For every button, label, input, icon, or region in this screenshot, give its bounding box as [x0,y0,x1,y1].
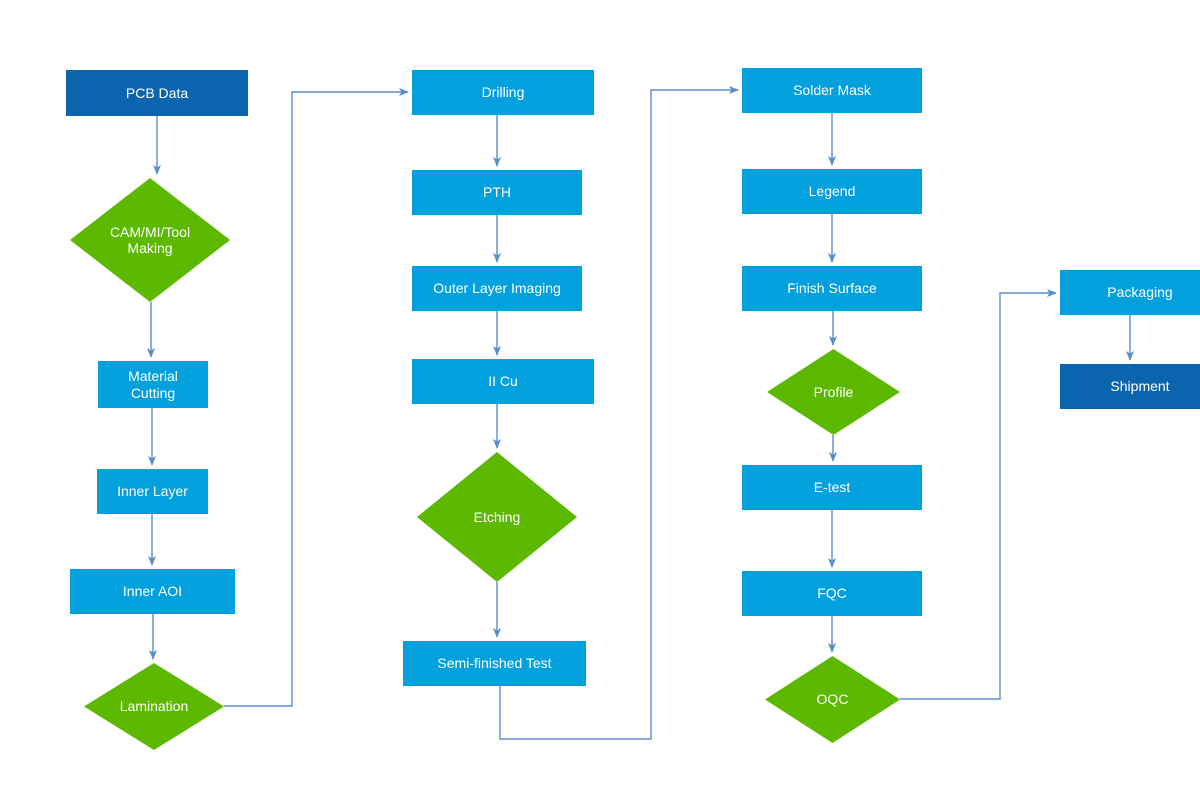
node-inner-aoi[interactable]: Inner AOI [70,569,235,614]
node-inner-layer[interactable]: Inner Layer [97,469,208,514]
node-label-inner-layer: Inner Layer [117,483,188,500]
node-solder-mask[interactable]: Solder Mask [742,68,922,113]
node-lamination[interactable]: Lamination [84,663,224,750]
node-label-cam-mi-tool-making: CAM/MI/Tool Making [109,223,191,256]
node-label-profile: Profile [813,383,854,400]
node-label-lamination: Lamination [119,698,189,715]
node-shipment[interactable]: Shipment [1060,364,1200,409]
edges-group [147,86,1134,740]
node-label-oqc: OQC [816,691,849,708]
node-legend[interactable]: Legend [742,169,922,214]
node-label-fqc: FQC [817,585,847,602]
diamond-shape-profile [767,349,900,435]
node-label-ii-cu: II Cu [488,373,518,390]
node-pcb-data[interactable]: PCB Data [66,70,248,116]
node-semi-finished-test[interactable]: Semi-finished Test [403,641,586,686]
node-finish-surface[interactable]: Finish Surface [742,266,922,311]
node-ii-cu[interactable]: II Cu [412,359,594,404]
node-label-e-test: E-test [813,479,851,496]
node-label-etching: Etching [473,508,521,525]
node-fqc[interactable]: FQC [742,571,922,616]
node-label-pth: PTH [483,184,511,201]
node-drilling[interactable]: Drilling [412,70,594,115]
node-label-finish-surface: Finish Surface [787,280,877,297]
node-profile[interactable]: Profile [767,349,900,435]
node-cam-mi-tool-making[interactable]: CAM/MI/Tool Making [70,178,230,302]
node-label-legend: Legend [808,183,856,200]
node-outer-layer-imaging[interactable]: Outer Layer Imaging [412,266,582,311]
node-oqc[interactable]: OQC [765,656,900,743]
node-label-semi-finished-test: Semi-finished Test [437,655,552,672]
node-label-outer-layer-imaging: Outer Layer Imaging [433,280,561,297]
node-e-test[interactable]: E-test [742,465,922,510]
connector-oqc-to-packaging [900,289,1057,700]
node-etching[interactable]: Etching [417,452,577,582]
diamond-shape-cam-mi-tool-making [70,178,230,302]
node-label-packaging: Packaging [1107,284,1173,301]
node-packaging[interactable]: Packaging [1060,270,1200,315]
node-label-shipment: Shipment [1110,378,1170,395]
node-label-pcb-data: PCB Data [125,84,189,101]
node-label-solder-mask: Solder Mask [793,82,871,99]
diamond-shape-oqc [765,656,900,743]
diamond-shape-lamination [84,663,224,750]
node-label-material-cutting: Material Cutting [128,368,178,401]
node-label-drilling: Drilling [481,84,525,101]
node-material-cutting[interactable]: Material Cutting [98,361,208,408]
connector-lamination-to-drilling [224,88,409,707]
node-pth[interactable]: PTH [412,170,582,215]
node-label-inner-aoi: Inner AOI [122,583,183,600]
